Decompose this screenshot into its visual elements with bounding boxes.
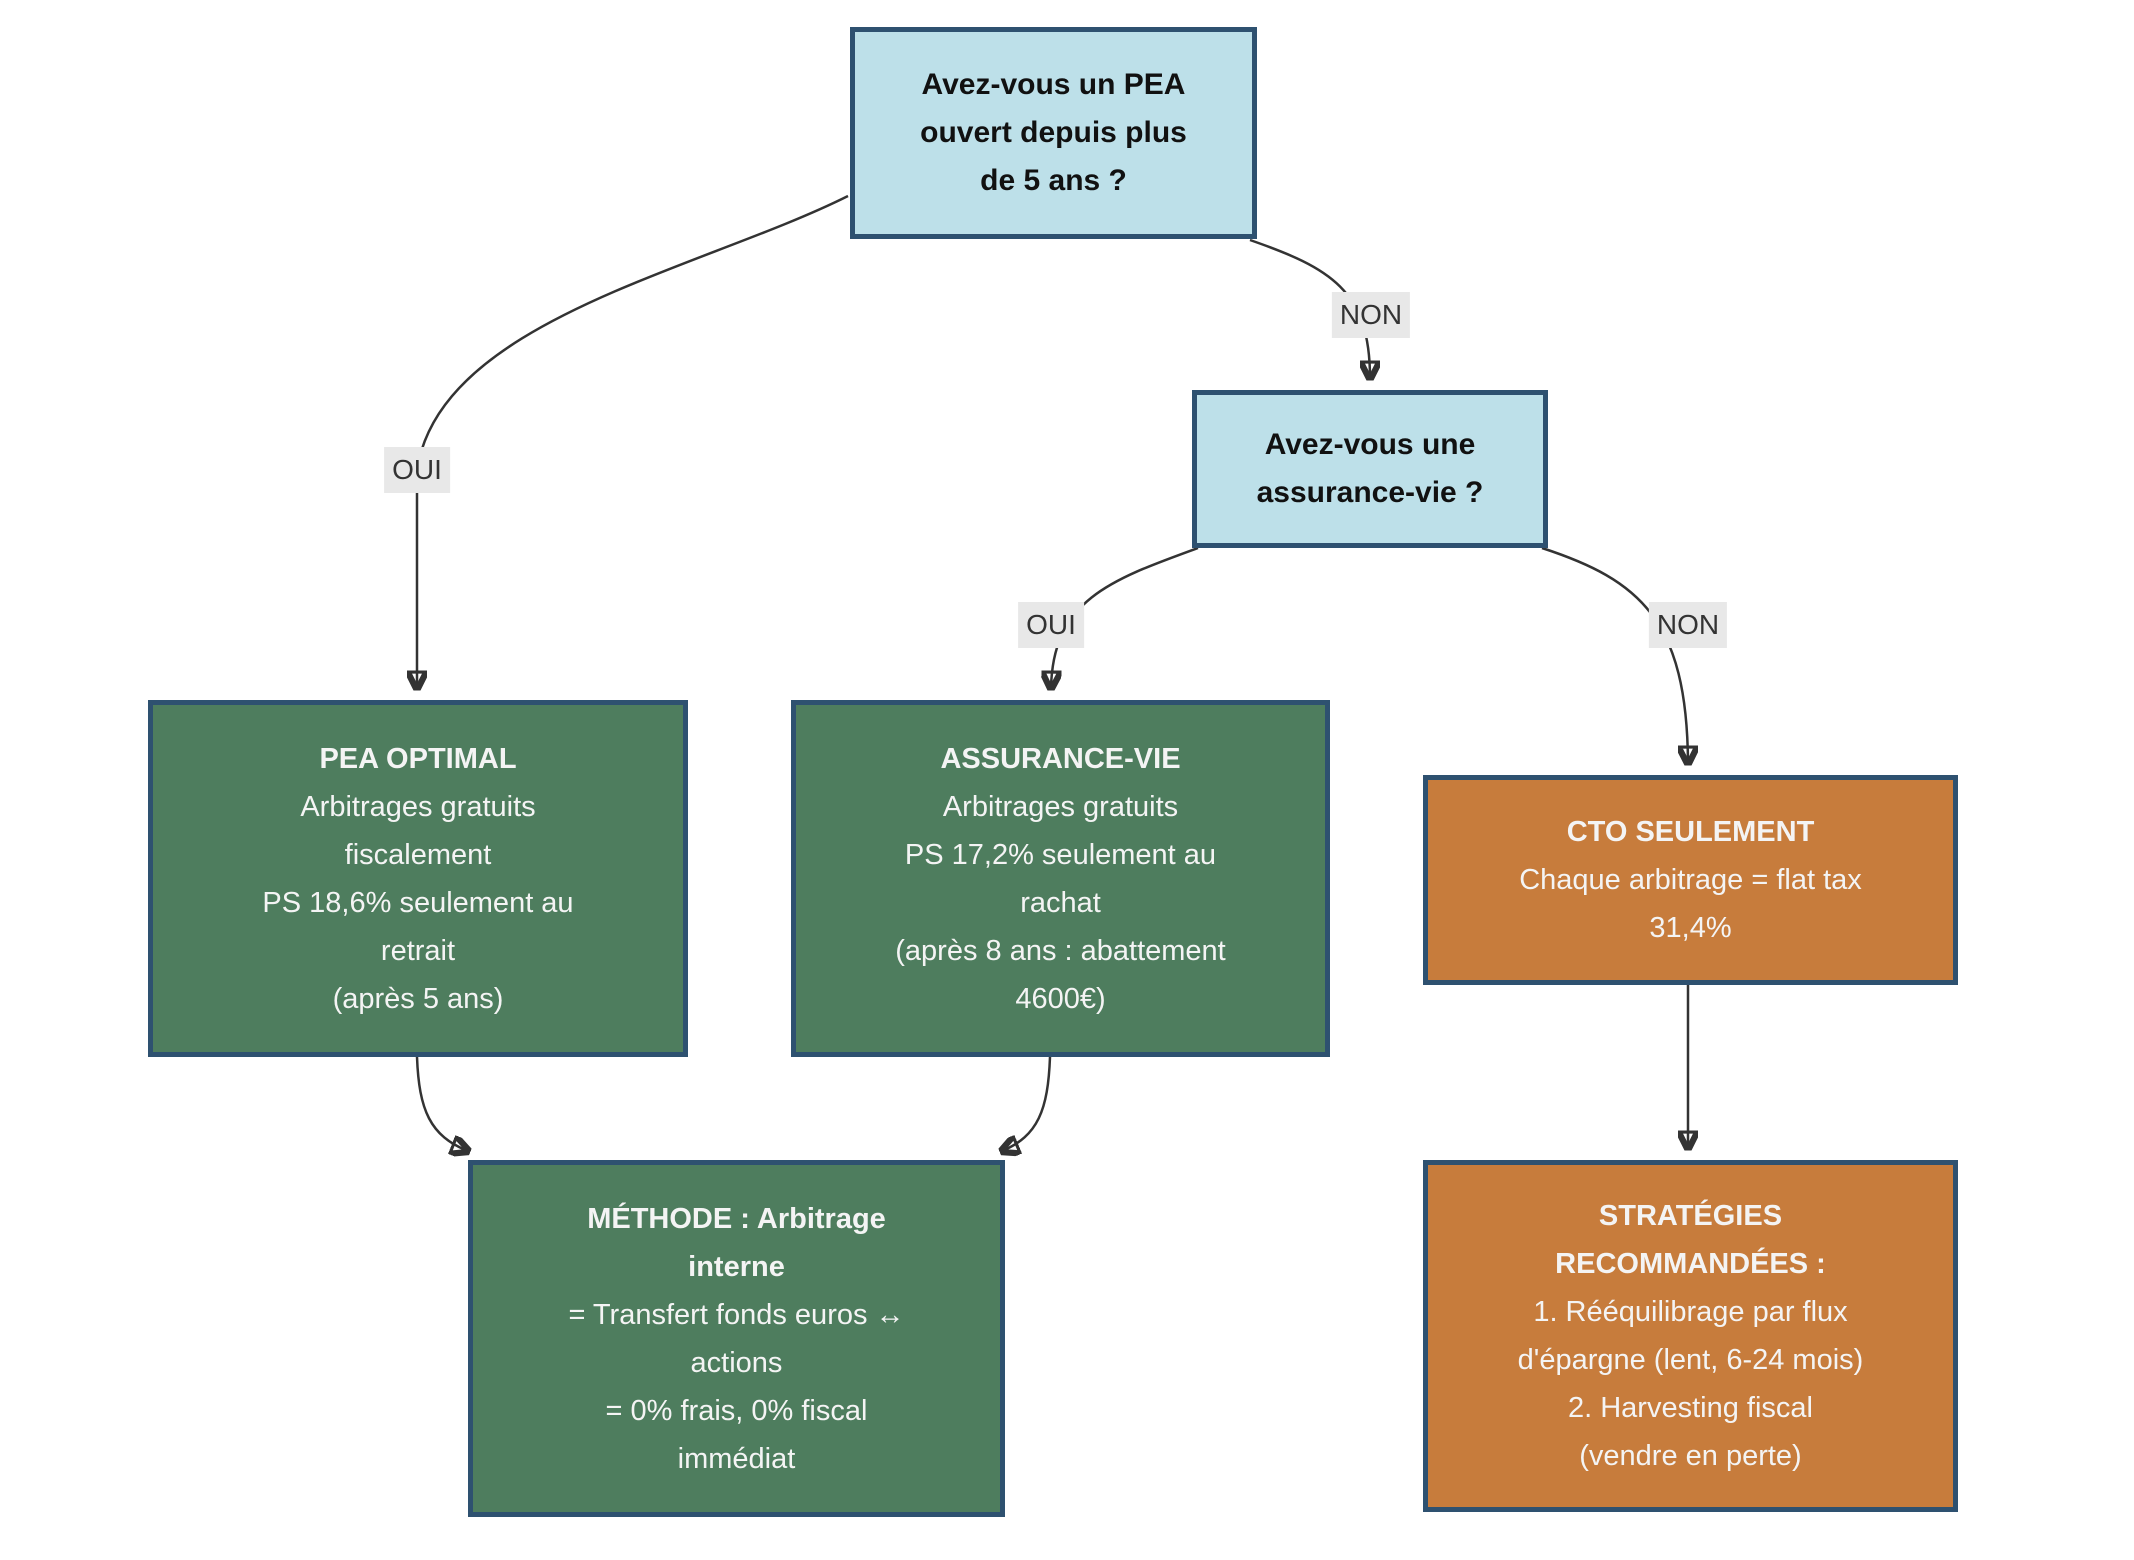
edge-av-question-to-cto	[1541, 546, 1688, 763]
node-cto-seulement-title: CTO SEULEMENT	[1566, 816, 1815, 848]
edge-label-non-pea: NON	[1331, 292, 1411, 338]
node-cto-seulement-body: Chaque arbitrage = flat tax 31,4%	[1519, 864, 1862, 944]
node-pea-optimal-body: Arbitrages gratuits fiscalement PS 18,6%…	[262, 790, 574, 1015]
edge-av-question-to-assurance-vie	[1051, 546, 1199, 688]
node-methode-title: MÉTHODE : Arbitrage interne	[587, 1202, 886, 1283]
node-strategies-title: STRATÉGIES RECOMMANDÉES :	[1555, 1200, 1826, 1280]
node-assurance-vie: ASSURANCE-VIE Arbitrages gratuits PS 17,…	[791, 700, 1330, 1057]
edge-pea-question-to-av-question	[1249, 238, 1370, 378]
edge-label-oui-pea: OUI	[384, 447, 450, 493]
node-strategies: STRATÉGIES RECOMMANDÉES : 1. Rééquilibra…	[1423, 1160, 1958, 1512]
node-assurance-vie-body: Arbitrages gratuits PS 17,2% seulement a…	[895, 790, 1226, 1015]
edge-assurance-vie-to-methode	[1002, 1056, 1052, 1151]
node-pea-optimal-title: PEA OPTIMAL	[319, 742, 517, 775]
node-pea-question-text: Avez-vous un PEA ouvert depuis plus de 5…	[920, 68, 1187, 197]
edge-pea-optimal-to-methode	[415, 1056, 468, 1151]
node-pea-optimal: PEA OPTIMAL Arbitrages gratuits fiscalem…	[148, 700, 688, 1057]
node-assurance-vie-title: ASSURANCE-VIE	[940, 742, 1181, 775]
node-methode: MÉTHODE : Arbitrage interne = Transfert …	[468, 1160, 1005, 1517]
node-strategies-body: 1. Rééquilibrage par flux d'épargne (len…	[1517, 1296, 1864, 1472]
node-av-question-text: Avez-vous une assurance-vie ?	[1256, 428, 1484, 509]
node-cto-seulement: CTO SEULEMENT Chaque arbitrage = flat ta…	[1423, 775, 1958, 985]
edge-label-non-av: NON	[1648, 602, 1728, 648]
edge-pea-question-to-pea-optimal	[417, 194, 849, 688]
edge-label-oui-av: OUI	[1018, 602, 1084, 648]
node-methode-body: = Transfert fonds euros ↔ actions = 0% f…	[568, 1298, 905, 1475]
node-pea-question: Avez-vous un PEA ouvert depuis plus de 5…	[850, 27, 1257, 239]
node-av-question: Avez-vous une assurance-vie ?	[1192, 390, 1548, 548]
